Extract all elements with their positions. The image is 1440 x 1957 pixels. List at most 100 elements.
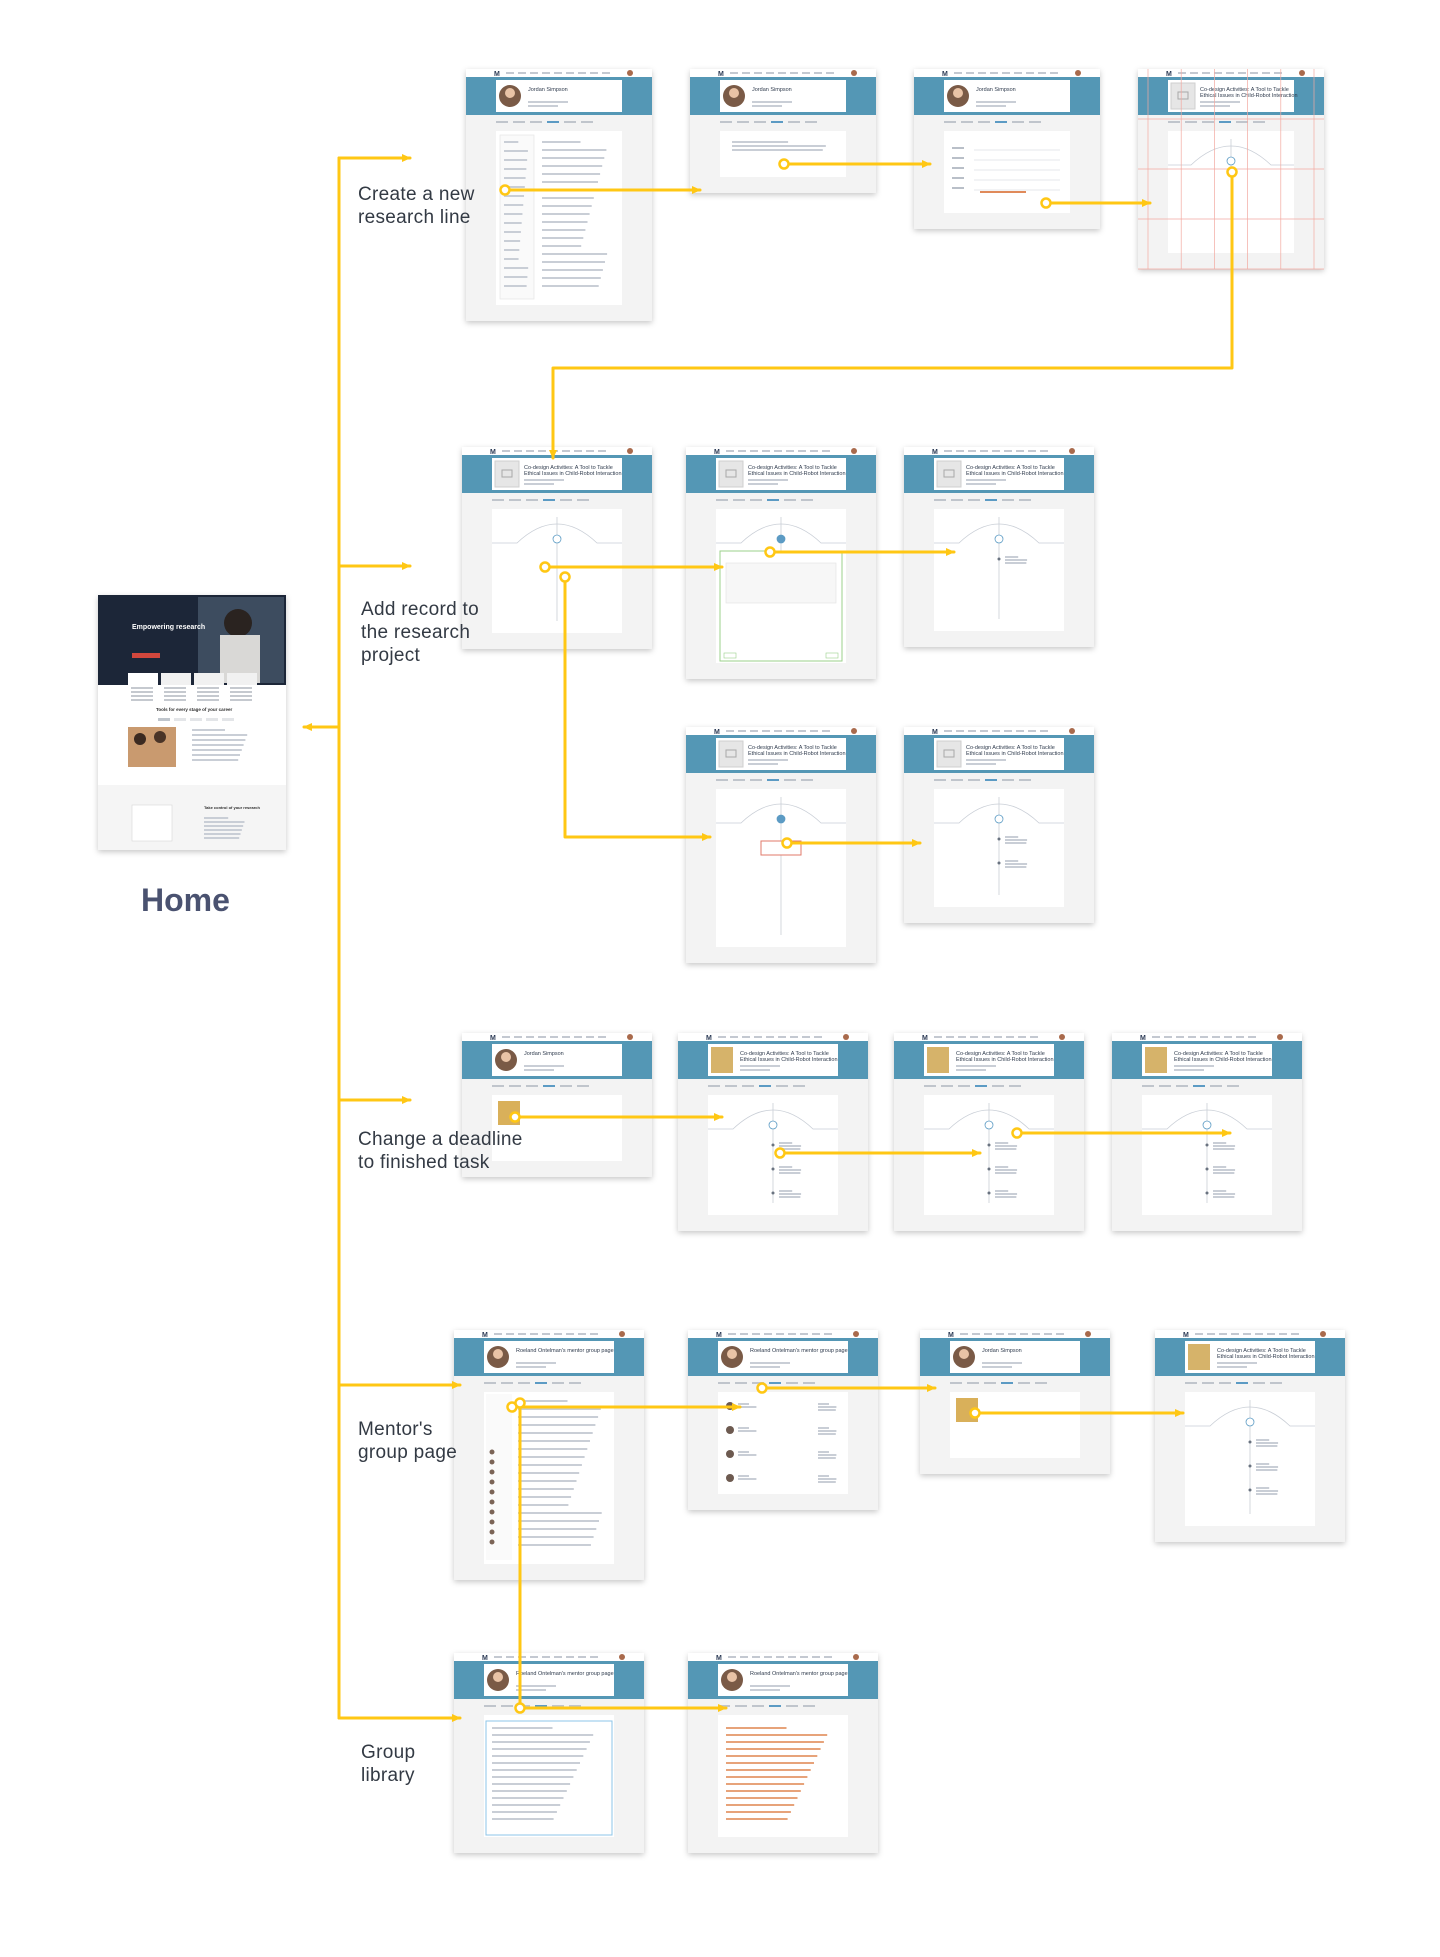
svg-text:Jordan Simpson: Jordan Simpson [752,87,792,93]
svg-text:M: M [948,1332,954,1339]
svg-text:Roeland Ontelman's mentor grou: Roeland Ontelman's mentor group page [516,1348,614,1354]
svg-text:Ethical Issues in Child-Robot: Ethical Issues in Child-Robot Interactio… [966,751,1064,757]
svg-text:M: M [716,1655,722,1662]
connector-r1-to-r2 [549,170,1234,460]
flow-label-create-research-line: Create a new research line [358,183,475,229]
svg-text:M: M [716,1332,722,1339]
flow-label-line: research line [358,207,471,228]
connector-dot [781,837,793,849]
connector-dot [509,1111,521,1123]
screen-thumbnail-r4-profile: M Jordan Simpson [920,1330,1110,1474]
svg-text:Co-design Activities: A Tool t: Co-design Activities: A Tool to Tackle [748,465,837,471]
svg-text:Ethical Issues in Child-Robot: Ethical Issues in Child-Robot Interactio… [1217,1354,1315,1360]
connector-dot [764,546,776,558]
svg-text:Ethical Issues in Child-Robot: Ethical Issues in Child-Robot Interactio… [748,751,846,757]
home-section-heading: Tools for every stage of your career [156,707,232,712]
flow-label-line: Mentor's [358,1419,433,1440]
flow-label-line: Group [361,1742,416,1763]
flow-label-line: library [361,1765,415,1786]
connector-dot [1011,1127,1023,1139]
svg-text:Jordan Simpson: Jordan Simpson [976,87,1016,93]
screen-thumbnail-r2b-red: M Co-design Activities: A Tool to TackleE… [686,727,876,963]
flow-label-mentor-group-page: Mentor's group page [358,1418,457,1464]
connector-dot [756,1382,768,1394]
svg-text:Co-design Activities: A Tool t: Co-design Activities: A Tool to Tackle [748,745,837,751]
svg-text:Ethical Issues in Child-Robot: Ethical Issues in Child-Robot Interactio… [956,1057,1054,1063]
connector-dot [539,561,551,573]
svg-text:Roeland Ontelman's mentor grou: Roeland Ontelman's mentor group page [516,1671,614,1677]
screen-thumbnail-r3-t1: M Co-design Activities: A Tool to TackleE… [678,1033,868,1231]
svg-text:M: M [706,1035,712,1042]
screen-thumbnail-r3-t2: M Co-design Activities: A Tool to TackleE… [894,1033,1084,1231]
flow-label-line: to finished task [358,1152,490,1173]
svg-text:Co-design Activities: A Tool t: Co-design Activities: A Tool to Tackle [966,745,1055,751]
svg-text:M: M [494,71,500,78]
svg-text:Co-design Activities: A Tool t: Co-design Activities: A Tool to Tackle [956,1051,1045,1057]
svg-text:M: M [714,449,720,456]
svg-text:Jordan Simpson: Jordan Simpson [982,1348,1022,1354]
screen-thumbnail-r2-timeline: M Co-design Activities: A Tool to TackleE… [462,447,652,649]
svg-text:M: M [932,729,938,736]
flow-label-line: group page [358,1442,458,1463]
svg-text:M: M [482,1332,488,1339]
connector-dot [514,1702,526,1714]
svg-text:M: M [1183,1332,1189,1339]
screen-thumbnail-r1-form: M Jordan Simpson [914,69,1100,229]
svg-text:Ethical Issues in Child-Robot: Ethical Issues in Child-Robot Interactio… [1174,1057,1272,1063]
svg-text:M: M [718,71,724,78]
svg-text:Co-design Activities: A Tool t: Co-design Activities: A Tool to Tackle [740,1051,829,1057]
home-title: Home [141,882,230,918]
connector-dot [969,1407,981,1419]
svg-text:Ethical Issues in Child-Robot: Ethical Issues in Child-Robot Interactio… [524,471,622,477]
svg-text:M: M [490,1035,496,1042]
flow-label-add-record: Add record to the research project [361,598,479,667]
svg-text:Ethical Issues in Child-Robot: Ethical Issues in Child-Robot Interactio… [966,471,1064,477]
flow-label-group-library: Group library [361,1741,415,1787]
screen-thumbnail-r1-project-empty: M Jordan Simpson [690,69,876,193]
home-hero-headline: Empowering research [132,624,205,631]
svg-text:M: M [1140,1035,1146,1042]
screen-thumbnail-r2-result: MCo-design Activities: A Tool to TackleE… [904,447,1094,647]
svg-text:M: M [482,1655,488,1662]
svg-text:Ethical Issues in Child-Robot: Ethical Issues in Child-Robot Interactio… [1200,93,1298,99]
svg-text:Ethical Issues in Child-Robot: Ethical Issues in Child-Robot Interactio… [740,1057,838,1063]
svg-text:Jordan Simpson: Jordan Simpson [524,1051,564,1057]
connector-dot [559,571,571,583]
connector-dot [514,1397,526,1409]
screen-thumbnail-r2b-result: M Co-design Activities: A Tool to TackleE… [904,727,1094,923]
flow-label-change-deadline: Change a deadline to finished task [358,1128,523,1174]
screen-thumbnail-r5-library-sel: M Roeland Ontelman's mentor group page [454,1653,644,1853]
connector-r2-branch [563,575,712,841]
connector-dot [1040,197,1052,209]
connector-dot [499,184,511,196]
flow-label-line: Add record to [361,599,479,620]
screen-thumbnail-r4-group: M Roeland Ontelman's mentor group page [454,1330,644,1580]
home-section-heading-2: Take control of your research [204,805,261,810]
svg-text:Co-design Activities: A Tool t: Co-design Activities: A Tool to Tackle [524,465,613,471]
svg-text:M: M [490,449,496,456]
svg-text:M: M [942,71,948,78]
flow-label-line: the research [361,622,471,643]
svg-text:Jordan Simpson: Jordan Simpson [528,87,568,93]
svg-text:Co-design Activities: A Tool t: Co-design Activities: A Tool to Tackle [1200,87,1289,93]
screen-thumbnail-r3-t3: M Co-design Activities: A Tool to TackleE… [1112,1033,1302,1231]
svg-text:M: M [922,1035,928,1042]
screen-thumbnail-r2-dialog: M Co-design Activities: A Tool to TackleE… [686,447,876,679]
screen-thumbnail-r5-library: M Roeland Ontelman's mentor group page [688,1653,878,1853]
connector-dot [774,1147,786,1159]
flow-label-line: Create a new [358,184,475,205]
connector-dot [1226,166,1238,178]
connector-dot [778,158,790,170]
flow-label-line: project [361,645,421,666]
svg-text:Co-design Activities: A Tool t: Co-design Activities: A Tool to Tackle [966,465,1055,471]
svg-text:Ethical Issues in Child-Robot: Ethical Issues in Child-Robot Interactio… [748,471,846,477]
svg-text:M: M [1166,71,1172,78]
svg-text:M: M [714,729,720,736]
svg-text:Roeland Ontelman's mentor grou: Roeland Ontelman's mentor group page [750,1671,848,1677]
screen-thumbnail-r1-profile: M Jordan Simpson [466,69,652,321]
svg-text:Co-design Activities: A Tool t: Co-design Activities: A Tool to Tackle [1217,1348,1306,1354]
screen-thumbnail-r4-timeline: M Co-design Activities: A Tool to TackleE… [1155,1330,1345,1542]
svg-text:Co-design Activities: A Tool t: Co-design Activities: A Tool to Tackle [1174,1051,1263,1057]
